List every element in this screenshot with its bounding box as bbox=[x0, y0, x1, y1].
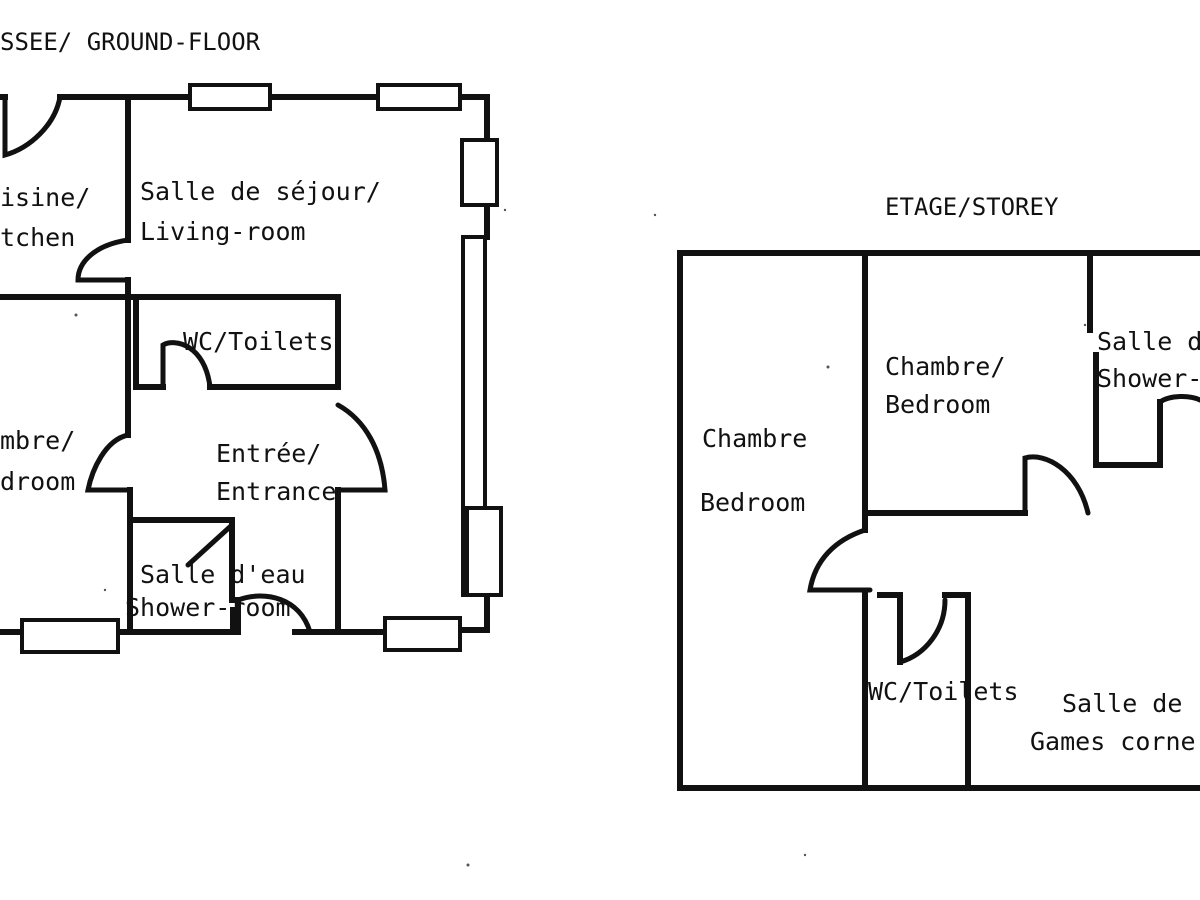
upper-floor-title: ETAGE/STOREY bbox=[885, 193, 1059, 221]
room-label-kitchen-en: tchen bbox=[0, 223, 75, 252]
room-label-shower-en: Shower- bbox=[1097, 364, 1200, 393]
room-label-games-en: Games corne bbox=[1030, 727, 1196, 756]
ground-floor-labels: isine/ tchen Salle de séjour/ Living-roo… bbox=[0, 177, 381, 622]
room-label-shower-en: Shower-room bbox=[125, 593, 291, 622]
room-label-wc: WC/Toilets bbox=[868, 677, 1019, 706]
door-swing bbox=[897, 597, 948, 665]
room-label-games: Salle de bbox=[1062, 689, 1182, 718]
window bbox=[460, 138, 499, 207]
room-label-living-en: Living-room bbox=[140, 217, 306, 246]
room-label-bedroom-small-en: Bedroom bbox=[885, 390, 990, 419]
ground-floor-plan: SSEE/ GROUND-FLOOR bbox=[0, 28, 503, 654]
window bbox=[188, 83, 272, 111]
room-label-bedroom-small: Chambre/ bbox=[885, 352, 1005, 381]
ground-floor-windows bbox=[20, 83, 503, 654]
upper-floor-labels: Chambre Bedroom Chambre/ Bedroom Salle d… bbox=[700, 327, 1200, 756]
room-label-entrance-en: Entrance bbox=[216, 477, 336, 506]
room-label-shower: Salle d'eau bbox=[140, 560, 306, 589]
room-label-wc: WC/Toilets bbox=[183, 327, 334, 356]
upper-floor-doors bbox=[807, 394, 1200, 665]
scan-specks bbox=[74, 208, 1087, 867]
room-label-living: Salle de séjour/ bbox=[140, 177, 381, 206]
ground-floor-title: SSEE/ GROUND-FLOOR bbox=[0, 28, 261, 56]
upper-floor-walls bbox=[677, 250, 1200, 791]
room-label-bedroom-large-en: Bedroom bbox=[700, 488, 805, 517]
door-swing bbox=[1022, 454, 1091, 516]
door-swing bbox=[1157, 394, 1200, 405]
window bbox=[20, 618, 120, 654]
room-label-bedroom-large: Chambre bbox=[702, 424, 807, 453]
window bbox=[376, 83, 462, 111]
door-swing bbox=[2, 94, 63, 159]
room-label-entrance: Entrée/ bbox=[216, 439, 321, 468]
window bbox=[465, 506, 503, 597]
window bbox=[383, 616, 462, 652]
room-label-bedroom: mbre/ bbox=[0, 426, 75, 455]
room-label-kitchen: isine/ bbox=[0, 183, 90, 212]
room-label-bedroom-en: droom bbox=[0, 467, 75, 496]
door-swing bbox=[807, 527, 873, 593]
ground-floor-walls bbox=[0, 94, 490, 635]
upper-floor-plan: ETAGE/STOREY Chambr bbox=[677, 193, 1200, 791]
room-label-shower: Salle d bbox=[1097, 327, 1200, 356]
